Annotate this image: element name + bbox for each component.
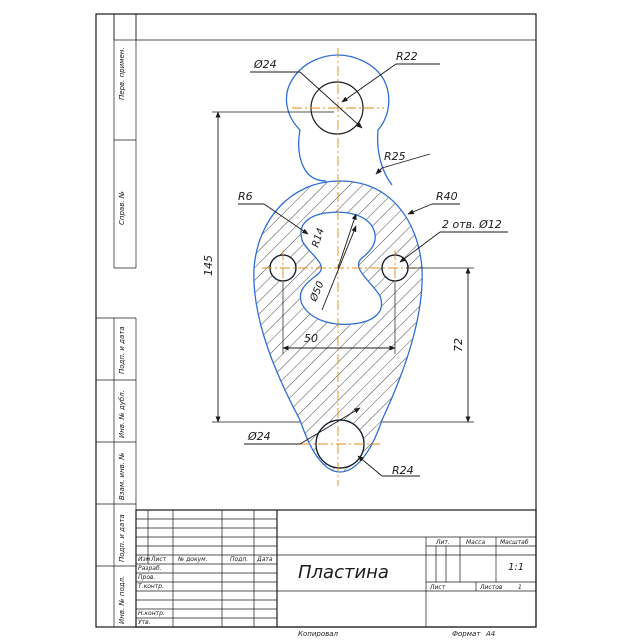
dim-50: 50: [304, 332, 318, 345]
tb-hdr-list: Лист: [150, 556, 167, 563]
dim-holes: 2 отв. Ø12: [442, 218, 502, 231]
tb-hdr-data: Дата: [256, 556, 273, 563]
tb-sheet-label: Лист: [429, 584, 446, 591]
side-label-podl: Инв. № подл.: [118, 576, 126, 624]
dim-72: 72: [452, 338, 465, 352]
dim-r22: R22: [396, 50, 418, 63]
tb-hdr-izm: Изм: [138, 556, 151, 563]
tb-sheets-value: 1: [518, 584, 522, 591]
tb-role-tkontr: Т.контр.: [138, 583, 164, 590]
side-columns-lower: [96, 317, 137, 627]
side-label-vzam: Взам. инв. №: [118, 452, 126, 500]
dim-r14: R14: [310, 227, 327, 249]
footer-format-label: Формат: [452, 630, 481, 638]
footer-copied: Копировал: [298, 630, 339, 638]
part-name: Пластина: [298, 562, 389, 583]
dim-d24-bottom: Ø24: [247, 430, 271, 443]
tb-role-utv: Утв.: [138, 619, 151, 626]
dim-d24-top: Ø24: [253, 58, 277, 71]
dimension-labels: Ø24 R22 R25 R6 R40 2 отв. Ø12 R14 Ø50 14…: [202, 50, 502, 477]
tb-hdr-podp: Подп.: [230, 556, 248, 563]
tb-lit-label: Лит.: [435, 539, 450, 546]
tb-role-prov: Пров.: [138, 574, 156, 581]
tb-mass-label: Масса: [466, 539, 485, 546]
dim-r25: R25: [384, 150, 406, 163]
dimension-lines: [212, 63, 508, 477]
side-label-dubl: Инв. № дубл.: [118, 390, 126, 438]
dim-r40: R40: [436, 190, 458, 203]
tb-sheets-label: Листов: [479, 584, 503, 591]
title-block: [135, 509, 537, 628]
side-label-perv: Перв. примен.: [118, 47, 126, 100]
corner-box: [113, 13, 137, 41]
side-label-sprav: Справ. №: [118, 191, 126, 225]
dim-r24: R24: [392, 464, 414, 477]
dim-145: 145: [202, 255, 215, 276]
dim-d50: Ø50: [307, 280, 326, 305]
tb-hdr-doc: № докум.: [177, 556, 208, 563]
tb-role-nkontr: Н.контр.: [138, 610, 165, 617]
tb-scale-label: Масштаб: [500, 539, 529, 546]
side-label-podp2: Подп. и дата: [118, 514, 126, 562]
footer-format-value: A4: [485, 630, 495, 638]
dim-r6: R6: [238, 190, 253, 203]
tb-scale-value: 1:1: [508, 562, 524, 573]
tb-role-razrab: Разраб.: [138, 565, 162, 572]
side-columns-upper: [113, 14, 137, 269]
side-label-podp1: Подп. и дата: [118, 326, 126, 374]
